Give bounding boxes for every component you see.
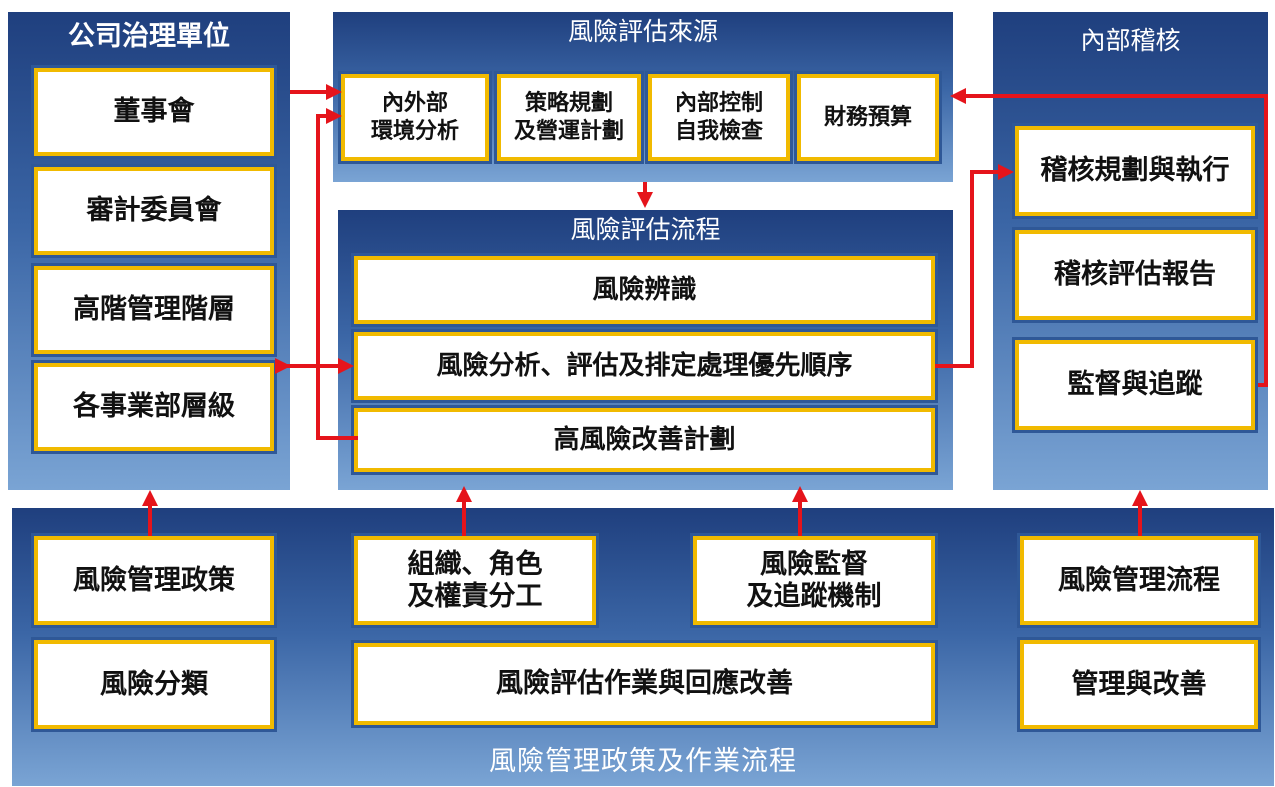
roles-box: 組織、角色 及權責分工 (351, 533, 599, 628)
senior-management-box: 高階管理階層 (31, 263, 277, 357)
governance-panel-title: 公司治理單位 (68, 21, 230, 52)
board-box: 董事會 (31, 65, 277, 159)
risk-classification-box: 風險分類 (31, 637, 277, 732)
risk-analysis-box: 風險分析、評估及排定處理優先順序 (351, 329, 938, 403)
audit-report-box: 稽核評估報告 (1012, 227, 1258, 323)
risk-policy-box: 風險管理政策 (31, 533, 277, 628)
policy-panel-title: 風險管理政策及作業流程 (489, 746, 797, 777)
audit-panel-title: 內部稽核 (1080, 26, 1181, 55)
strategy-planning-box: 策略規劃 及營運計劃 (494, 71, 644, 164)
assessment-response-box: 風險評估作業與回應改善 (351, 640, 938, 728)
improvement-plan-box: 高風險改善計劃 (351, 405, 938, 475)
monitoring-box: 監督與追蹤 (1012, 337, 1258, 433)
monitoring-mechanism-box: 風險監督 及追蹤機制 (690, 533, 938, 628)
management-improvement-box: 管理與改善 (1017, 637, 1261, 732)
environment-analysis-box: 內外部 環境分析 (338, 71, 492, 164)
financial-budget-box: 財務預算 (794, 71, 942, 164)
risk-process-box: 風險管理流程 (1017, 533, 1261, 628)
process-panel-title: 風險評估流程 (570, 215, 721, 244)
audit-committee-box: 審計委員會 (31, 164, 277, 258)
risk-identification-box: 風險辨識 (351, 253, 938, 327)
internal-control-box: 內部控制 自我檢查 (645, 71, 793, 164)
business-units-box: 各事業部層級 (31, 360, 277, 454)
audit-planning-box: 稽核規劃與執行 (1012, 123, 1258, 219)
sources-panel-title: 風險評估來源 (567, 17, 718, 46)
